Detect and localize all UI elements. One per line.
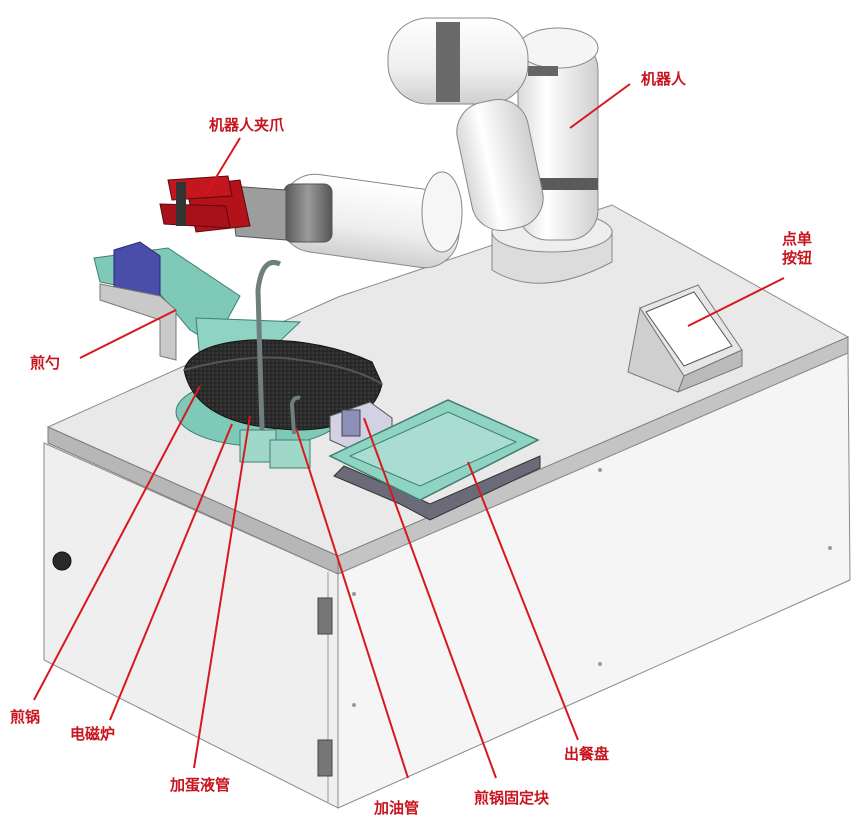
block-window [341, 409, 361, 437]
gripper-pad [176, 182, 186, 226]
robot-gripper [159, 175, 251, 233]
leader-oil-tube [295, 427, 409, 779]
robot-wrist-joint [421, 171, 463, 253]
label-oil-tube: 加油管 [374, 799, 420, 817]
leader-gripper [205, 137, 241, 195]
robot-wrist [283, 183, 333, 243]
screw [352, 703, 356, 707]
leader-induction [109, 423, 233, 721]
oil-tube-pipe [289, 395, 301, 435]
hinge-top [317, 597, 333, 635]
leader-button [687, 277, 785, 327]
pan-rim [183, 356, 383, 385]
label-order-button: 点单 按钮 [782, 230, 812, 268]
label-order-button-line2: 按钮 [782, 249, 813, 267]
label-gripper: 机器人夹爪 [209, 116, 285, 134]
screw [598, 662, 602, 666]
cabinet-knob [52, 551, 72, 571]
screw [352, 592, 356, 596]
leader-pan [33, 385, 201, 701]
label-spatula: 煎勺 [30, 354, 61, 372]
spatula-holder [99, 283, 177, 361]
leader-lines [33, 83, 785, 779]
screw [828, 546, 832, 550]
kiosk-screen [645, 291, 733, 367]
tray-legs [333, 455, 541, 521]
leader-robot [569, 83, 631, 129]
leader-spatula [79, 309, 177, 359]
robot-shoulder-band [436, 22, 460, 102]
robot-vent [528, 66, 558, 76]
label-egg-tube: 加蛋液管 [170, 776, 231, 794]
label-induction: 电磁炉 [70, 725, 116, 743]
pan-body [183, 339, 383, 431]
order-button-kiosk [627, 284, 743, 393]
leader-egg-tube [193, 415, 251, 769]
leader-tray [467, 461, 579, 741]
screw [598, 468, 602, 472]
robot-forearm-link [456, 99, 544, 231]
hinge-bottom [317, 739, 333, 777]
label-order-button-line1: 点单 [782, 230, 813, 248]
gripper-finger-bottom [159, 203, 231, 229]
frying-pan [183, 339, 383, 431]
label-pan-block: 煎锅固定块 [474, 789, 550, 807]
label-pan: 煎锅 [10, 708, 41, 726]
label-robot: 机器人 [641, 70, 687, 88]
egg-tube-pipe [255, 260, 282, 431]
serving-tray [328, 399, 541, 521]
tray-inner [348, 411, 518, 487]
leader-pan-block [363, 417, 497, 779]
robot-arm [229, 17, 613, 284]
label-tray: 出餐盘 [564, 745, 610, 763]
kiosk-side [677, 349, 743, 393]
robot-column-top [517, 27, 599, 69]
